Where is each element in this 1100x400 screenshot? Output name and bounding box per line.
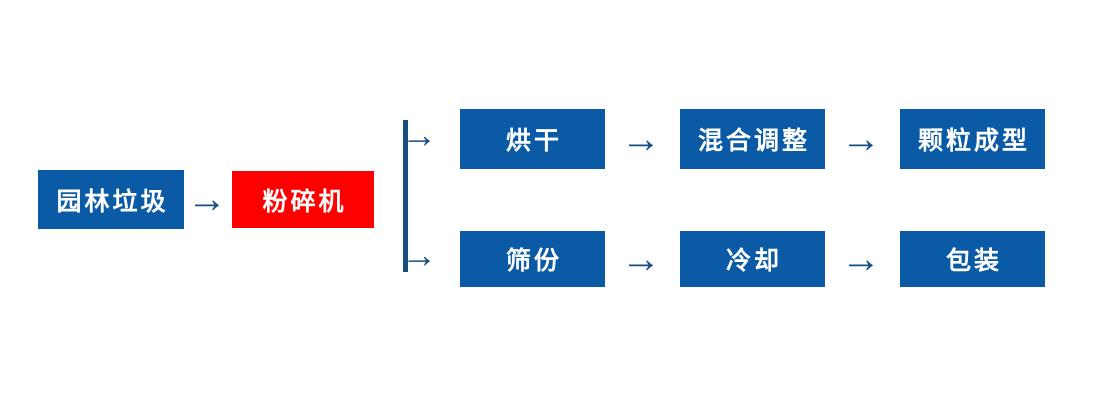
node-pellet-forming: 颗粒成型 xyxy=(900,109,1045,169)
branch-top-arrow-right-icon: → xyxy=(401,114,437,155)
node-drying: 烘干 xyxy=(460,109,605,169)
arrow-right-icon: → xyxy=(841,237,881,281)
arrow-right-icon: → xyxy=(621,117,661,161)
arrow-right-icon: → xyxy=(187,177,227,221)
node-garden-waste: 园林垃圾 xyxy=(38,170,184,229)
node-mixing-adjustment: 混合调整 xyxy=(680,109,825,169)
branch-bottom-arrow-right-icon: → xyxy=(401,234,437,275)
node-crusher: 粉碎机 xyxy=(232,171,374,228)
node-packaging: 包装 xyxy=(900,231,1045,287)
arrow-right-icon: → xyxy=(621,237,661,281)
node-sieving: 筛份 xyxy=(460,231,605,287)
arrow-right-icon: → xyxy=(841,117,881,161)
node-cooling: 冷却 xyxy=(680,231,825,287)
branch-connector-line xyxy=(403,120,408,272)
